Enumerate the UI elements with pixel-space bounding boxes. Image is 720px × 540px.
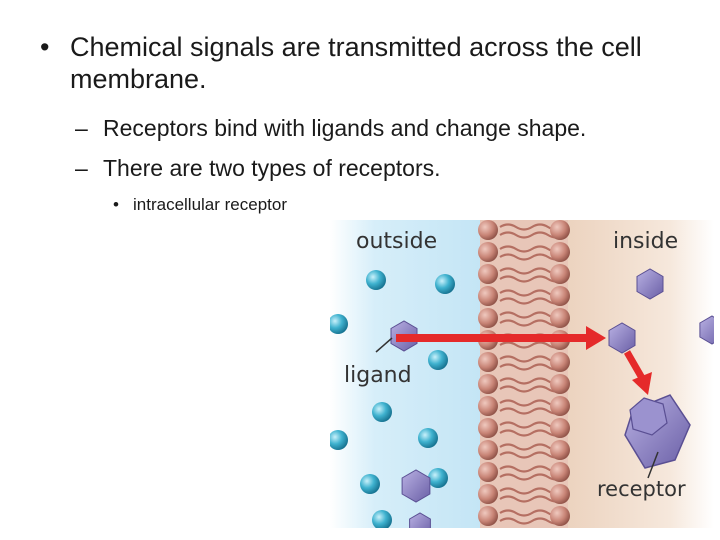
- ligand-molecule: [401, 469, 431, 503]
- lipid-head: [550, 308, 570, 328]
- bullet-sub-2-item-text: intracellular receptor: [133, 195, 288, 214]
- lipid-tail: [499, 297, 565, 305]
- dash-mark: –: [75, 155, 88, 181]
- signal-molecule: [372, 510, 392, 528]
- lipid-head: [550, 418, 570, 438]
- lipid-tail: [499, 385, 565, 393]
- signal-molecule: [366, 270, 386, 290]
- receptor-label: receptor: [597, 477, 686, 501]
- receptor-pointer: [647, 451, 659, 479]
- lipid-tail: [499, 253, 565, 261]
- lipid-tail: [499, 275, 565, 283]
- signal-molecule: [330, 314, 348, 334]
- lipid-tail: [499, 363, 565, 371]
- membrane-diagram: outside inside ligand receptor: [330, 220, 714, 528]
- arrow-head: [586, 326, 606, 350]
- lipid-head: [550, 506, 570, 526]
- signal-molecules: [330, 270, 455, 528]
- binding-arrow: [623, 350, 652, 395]
- lipid-tail: [499, 495, 565, 503]
- lipid-head: [478, 418, 498, 438]
- arrow-shaft: [396, 334, 586, 342]
- lipid-head: [550, 286, 570, 306]
- lipid-head: [478, 440, 498, 460]
- outside-label: outside: [356, 229, 437, 254]
- signal-molecule: [360, 474, 380, 494]
- lipid-head: [550, 396, 570, 416]
- bound-ligand-shape: [629, 397, 668, 436]
- lipid-head: [550, 264, 570, 284]
- ligand-molecule: [699, 315, 714, 345]
- bullet-main-text: Chemical signals are transmitted across …: [70, 32, 642, 94]
- lipid-tail: [499, 407, 565, 415]
- lipid-tail: [499, 473, 565, 481]
- inside-label: inside: [613, 229, 678, 254]
- signal-molecule: [418, 428, 438, 448]
- lipid-head: [550, 220, 570, 240]
- signal-molecule: [428, 350, 448, 370]
- ligand-label: ligand: [344, 363, 412, 388]
- bullet-main: • Chemical signals are transmitted acros…: [40, 32, 680, 96]
- lipid-head: [550, 374, 570, 394]
- lipid-head: [478, 264, 498, 284]
- lipid-head: [478, 396, 498, 416]
- lipid-tail: [499, 319, 565, 327]
- bullet-sub-2-item: • intracellular receptor: [113, 195, 287, 215]
- lipid-head: [550, 440, 570, 460]
- lipid-head: [478, 242, 498, 262]
- binding-arrow-shaft: [623, 350, 646, 380]
- lipid-tail: [499, 429, 565, 437]
- transport-arrow: [396, 326, 606, 350]
- lipid-head: [478, 462, 498, 482]
- bullet-sub-2: – There are two types of receptors.: [75, 155, 695, 183]
- ligand-molecule: [409, 512, 431, 528]
- bullet-sub-2-text: There are two types of receptors.: [103, 155, 441, 181]
- lipid-head: [478, 506, 498, 526]
- lipid-head: [478, 484, 498, 504]
- lipid-tail: [499, 451, 565, 459]
- lipid-tail: [499, 517, 565, 525]
- lipid-head: [478, 352, 498, 372]
- bullet-sub-1-text: Receptors bind with ligands and change s…: [103, 115, 587, 141]
- lipid-tail: [499, 341, 565, 349]
- receptor-protein: [624, 394, 691, 469]
- lipid-head: [478, 308, 498, 328]
- bullet-mark: •: [113, 195, 119, 214]
- dash-mark: –: [75, 115, 88, 141]
- lipid-head: [550, 352, 570, 372]
- signal-molecule: [372, 402, 392, 422]
- binding-arrow-head: [632, 372, 652, 395]
- lipid-tail: [499, 231, 565, 239]
- lipid-head: [550, 242, 570, 262]
- ligand-molecule: [636, 268, 664, 300]
- signal-molecule: [330, 430, 348, 450]
- bullet-mark: •: [40, 32, 50, 62]
- bullet-sub-1: – Receptors bind with ligands and change…: [75, 115, 695, 143]
- lipid-head: [478, 374, 498, 394]
- lipid-head: [550, 484, 570, 504]
- membrane-svg: outside inside ligand receptor: [330, 220, 714, 528]
- signal-molecule: [428, 468, 448, 488]
- lipid-head: [478, 220, 498, 240]
- lipid-head: [478, 286, 498, 306]
- signal-molecule: [435, 274, 455, 294]
- lipid-head: [550, 462, 570, 482]
- ligand-molecule: [608, 322, 636, 354]
- ligand-pointer: [375, 337, 393, 353]
